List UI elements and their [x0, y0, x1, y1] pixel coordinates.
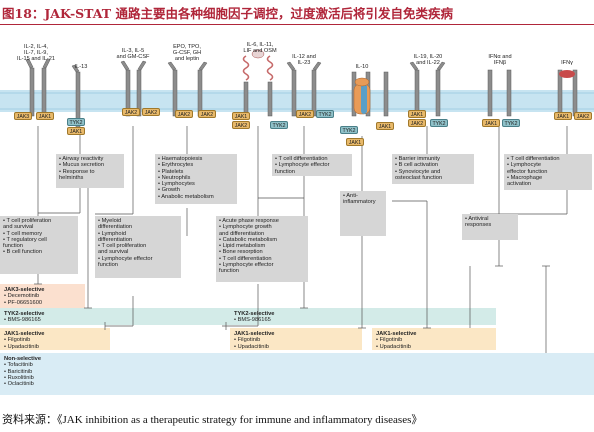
- response-box-epo: • Haematopoiesis • Erythrocytes • Platel…: [155, 154, 237, 204]
- kinase-jak1: JAK1: [554, 112, 572, 120]
- source-caption: 资料来源：《JAK inhibition as a therapeutic st…: [2, 414, 423, 426]
- tyk2-selective-band-left: [0, 308, 230, 325]
- jak1-selective-label-left: JAK1-selective • Filgotinib • Upadacitin…: [4, 331, 45, 350]
- ligand-il2-family: IL-2, IL-4, IL-7, IL-9, IL-15 and IL-21: [17, 44, 55, 63]
- kinase-jak1: JAK1: [232, 112, 250, 120]
- title-rule: [0, 24, 594, 25]
- kinase-jak1: JAK1: [346, 138, 364, 146]
- response-box-ifn-ab: • Antiviral responses: [462, 214, 518, 240]
- kinase-jak1: JAK1: [376, 122, 394, 130]
- cell-membrane: [0, 90, 594, 112]
- jak1-selective-band-mid: [230, 328, 362, 350]
- ligand-epo-family: EPO, TPO, G-CSF, GH and leptin: [172, 44, 202, 63]
- kinase-jak1: JAK1: [408, 110, 426, 118]
- response-box-il12: • T cell differentiation• Lymphocyte eff…: [272, 154, 352, 176]
- response-box-ifn-g: • T cell differentiation• Lymphocyte eff…: [504, 154, 592, 190]
- jak1-selective-label-mid: JAK1-selective • Filgotinib • Upadacitin…: [234, 331, 275, 350]
- response-box-il10: • Anti- inflammatory: [340, 191, 386, 236]
- jak1-selective-label-right: JAK1-selective • Filgotinib • Upadacitin…: [376, 331, 417, 350]
- ligand-il3-family: IL-3, IL-5 and GM-CSF: [116, 48, 150, 61]
- response-box-il13: • Airway reactivity• Mucus secretion• Re…: [56, 154, 124, 188]
- response-box-il6: • Acute phase response• Lymphocyte growt…: [216, 216, 308, 282]
- kinase-jak2: JAK2: [122, 108, 140, 116]
- kinase-jak1: JAK1: [482, 119, 500, 127]
- kinase-tyk2: TYK2: [67, 118, 85, 126]
- jak-stat-diagram: JAK3-selective • Decemotinib • PF-066516…: [0, 26, 594, 408]
- kinase-jak2: JAK2: [198, 110, 216, 118]
- non-selective-label: Non-selective • Tofacitinib • Baricitini…: [4, 356, 41, 388]
- response-box-il19: • Barrier immunity• B cell activation• S…: [392, 154, 474, 184]
- ligand-ifn-alpha-beta: IFNα and IFNβ: [488, 54, 512, 67]
- kinase-tyk2: TYK2: [430, 119, 448, 127]
- jak3-selective-label: JAK3-selective • Decemotinib • PF-066516…: [4, 287, 45, 306]
- non-selective-band: [0, 353, 594, 395]
- pathway-graphics: [0, 49, 594, 353]
- kinase-jak1: JAK1: [36, 112, 54, 120]
- jak1-selective-band-left: [0, 328, 110, 350]
- kinase-jak3: JAK3: [14, 112, 32, 120]
- kinase-tyk2: TYK2: [340, 126, 358, 134]
- ligand-il12-family: IL-12 and IL-23: [292, 54, 316, 67]
- kinase-jak2: JAK2: [142, 108, 160, 116]
- tyk2-selective-label-left: TYK2-selective • BMS-986165: [4, 311, 45, 324]
- gp130-coil: [242, 55, 274, 81]
- response-box-il2: • T cell proliferation and survival• T c…: [0, 216, 78, 274]
- ligand-il19-family: IL-19, IL-20 and IL-22: [413, 54, 443, 67]
- kinase-jak1: JAK1: [67, 127, 85, 135]
- kinase-jak2: JAK2: [232, 121, 250, 129]
- kinase-jak2: JAK2: [175, 110, 193, 118]
- kinase-tyk2: TYK2: [270, 121, 288, 129]
- figure-title: 图18：JAK-STAT 通路主要由各种细胞因子调控，过度激活后将引发自免类疾病: [2, 6, 453, 21]
- kinase-jak2: JAK2: [296, 110, 314, 118]
- kinase-jak2: JAK2: [408, 119, 426, 127]
- jak1-selective-band-right: [372, 328, 496, 350]
- ligand-il13: IL-13: [74, 64, 88, 70]
- tyk2-selective-band-mid: [230, 308, 496, 325]
- response-box-il3: • Myeloid differentiation• Lymphoid diff…: [95, 216, 181, 278]
- ligand-ifn-gamma: IFNγ: [561, 60, 573, 66]
- ligand-il10: IL-10: [355, 64, 369, 70]
- tyk2-selective-label-mid: TYK2-selective • BMS-986165: [234, 311, 275, 324]
- kinase-tyk2: TYK2: [502, 119, 520, 127]
- kinase-jak2: JAK2: [574, 112, 592, 120]
- ligand-il6-family: IL-6, IL-11, LIF and OSM: [243, 42, 277, 55]
- kinase-tyk2: TYK2: [316, 110, 334, 118]
